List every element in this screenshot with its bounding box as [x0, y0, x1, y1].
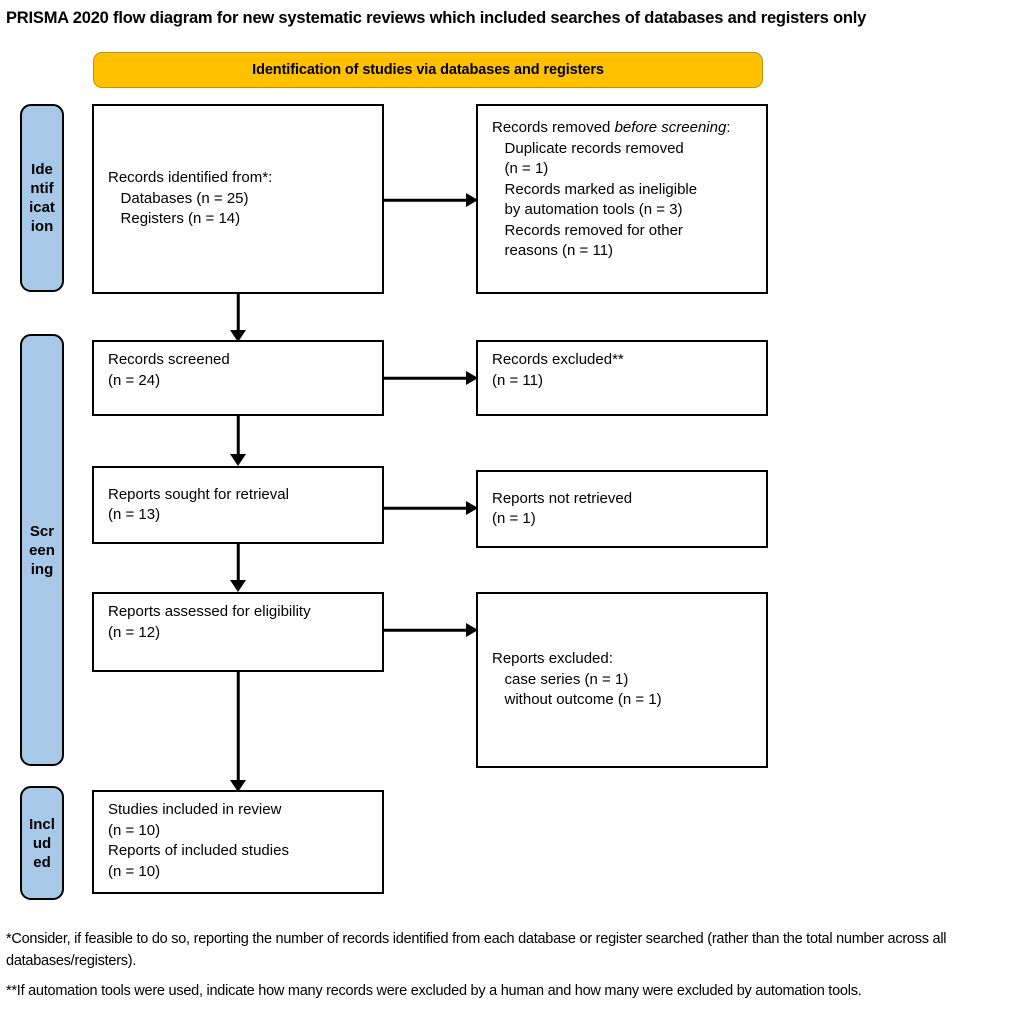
arrow-identified-to-removed-icon: [384, 192, 478, 208]
box-records-screened: Records screened (n = 24): [92, 340, 384, 416]
box-reports-sought-for-retrieval: Reports sought for retrieval (n = 13): [92, 466, 384, 544]
stage-label-screening-text: Screening: [29, 522, 55, 578]
stage-label-included: Included: [20, 786, 64, 900]
stage-label-identification-text: Identification: [29, 161, 55, 235]
box-records-removed-before-screening: Records removed before screening: Duplic…: [476, 104, 768, 294]
box-reports-excluded: Reports excluded: case series (n = 1) wi…: [476, 592, 768, 768]
page-title: PRISMA 2020 flow diagram for new systema…: [6, 9, 867, 27]
box-reports-assessed-for-eligibility: Reports assessed for eligibility (n = 12…: [92, 592, 384, 672]
records-removed-details: Duplicate records removed (n = 1) Record…: [504, 139, 698, 260]
stage-label-screening: Screening: [20, 334, 64, 766]
section-header-identification: Identification of studies via databases …: [93, 52, 763, 88]
footnote-consider: *Consider, if feasible to do so, reporti…: [6, 931, 947, 969]
box-reports-not-retrieved: Reports not retrieved (n = 1): [476, 470, 768, 548]
arrow-sought-to-assessed-icon: [230, 544, 246, 592]
records-removed-lead-tail: :: [726, 119, 731, 136]
records-removed-lead-italic: before screening: [614, 119, 727, 136]
box-records-excluded: Records excluded** (n = 11): [476, 340, 768, 416]
records-removed-lead: Records removed: [492, 119, 615, 136]
stage-label-included-text: Included: [29, 815, 55, 871]
box-studies-included-in-review: Studies included in review (n = 10) Repo…: [92, 790, 384, 894]
arrow-screened-to-sought-icon: [230, 416, 246, 466]
arrow-screened-to-excluded-icon: [384, 370, 478, 386]
arrow-sought-to-notretrieved-icon: [384, 500, 478, 516]
arrow-assessed-to-reportsexcluded-icon: [384, 622, 478, 638]
arrow-identified-to-screened-icon: [230, 294, 246, 342]
stage-label-identification: Identification: [20, 104, 64, 292]
box-records-identified: Records identified from*: Databases (n =…: [92, 104, 384, 294]
arrow-assessed-to-included-icon: [230, 672, 246, 792]
footnote-automation: **If automation tools were used, indicat…: [6, 983, 862, 999]
